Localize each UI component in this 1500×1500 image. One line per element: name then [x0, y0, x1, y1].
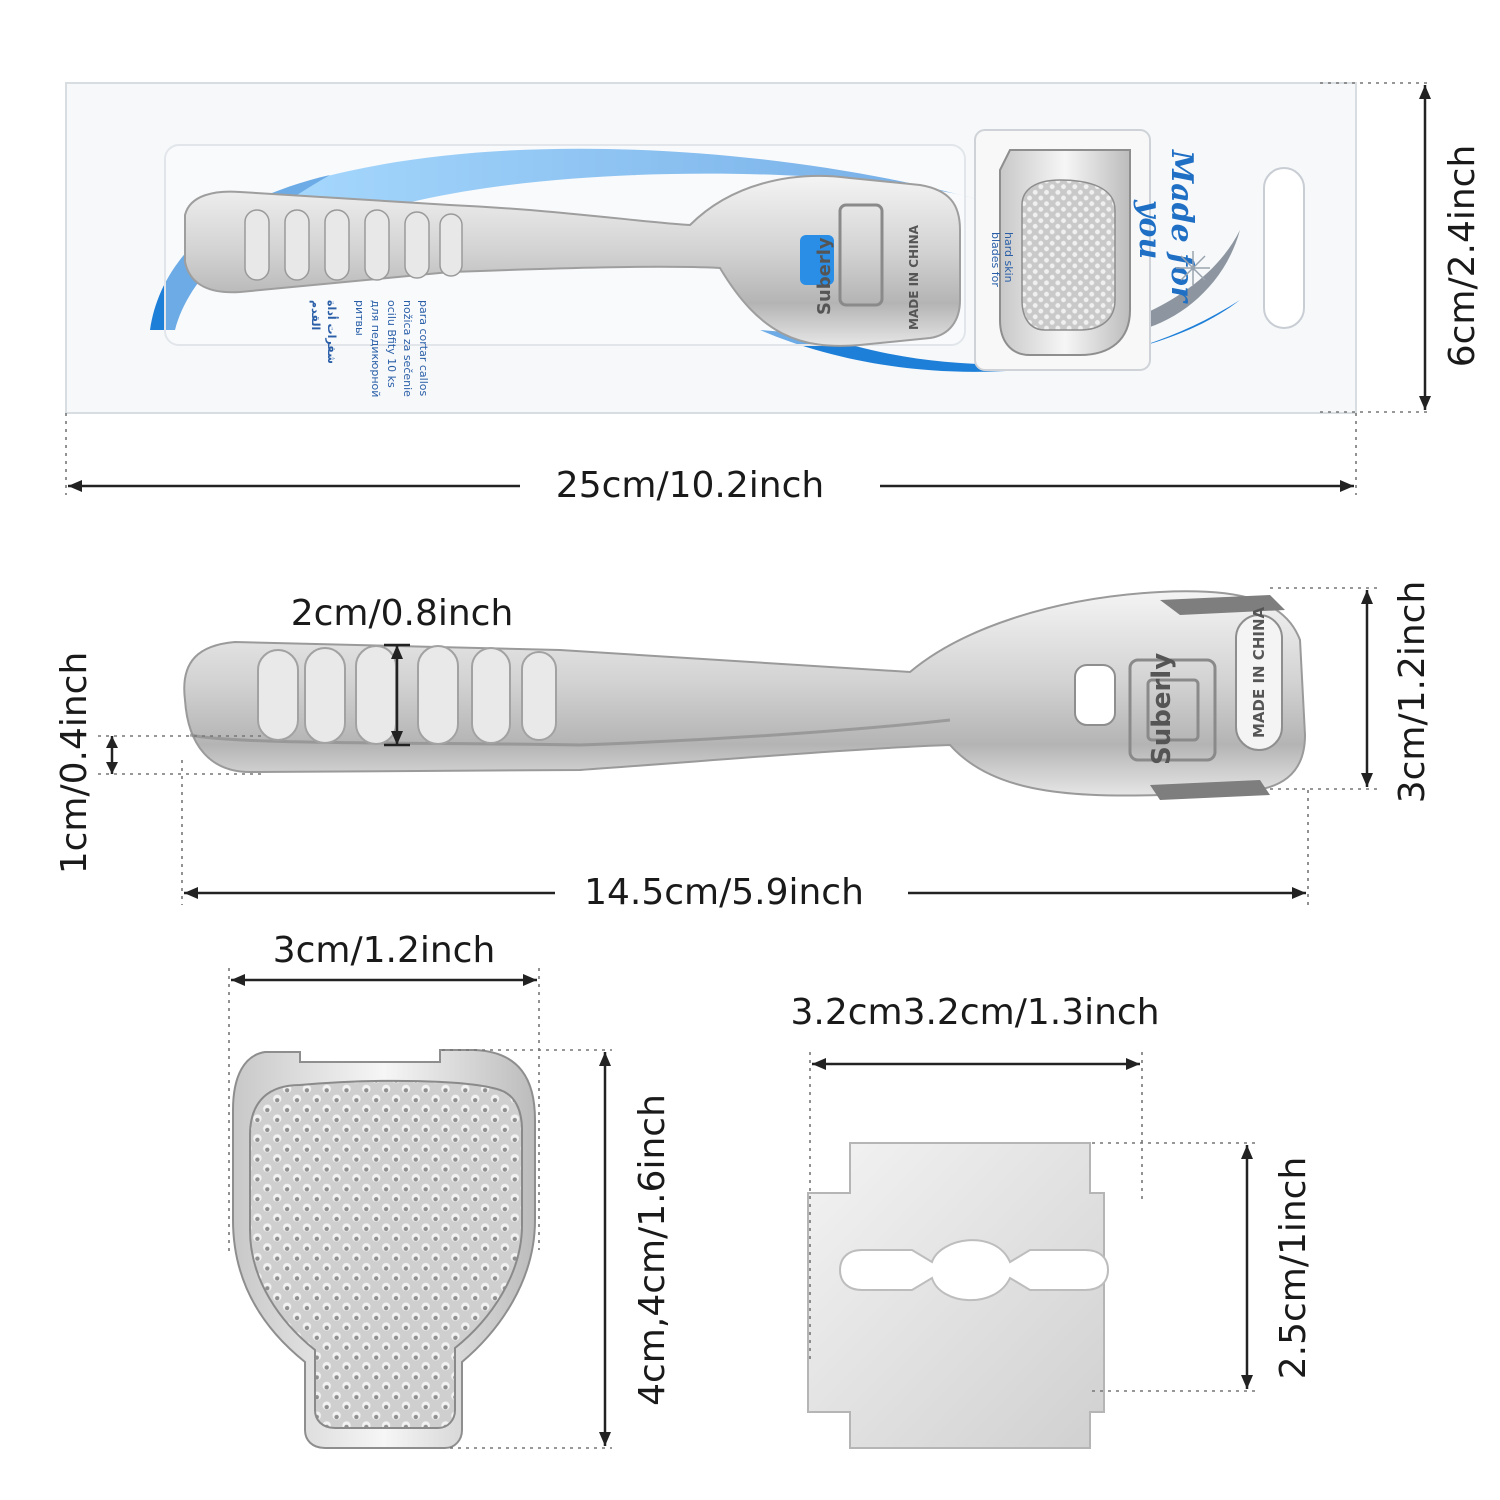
blade-height-dimension: 2.5cm/1inch [1092, 1142, 1314, 1392]
tool-length-label: 14.5cm/5.9inch [584, 872, 864, 913]
packaged-origin-text: MADE IN CHINA [907, 224, 921, 330]
svg-text:hard skin: hard skin [1002, 232, 1015, 283]
head-height-label: 3cm/1.2inch [1392, 581, 1433, 804]
svg-text:blades for: blades for [989, 232, 1002, 287]
plate-height-dimension: 4cm,4cm/1.6inch [442, 1049, 673, 1449]
tool-origin-text: MADE IN CHINA [1250, 606, 1268, 738]
blade-height-label: 2.5cm/1inch [1273, 1157, 1314, 1380]
sparkle-icon [1176, 251, 1210, 285]
packaged-brand-text: Suberly [814, 237, 835, 315]
blade-width-label: 3.2cm3.2cm/1.3inch [790, 992, 1159, 1033]
blade-slot [1074, 664, 1116, 726]
svg-text:ритвы: ритвы [353, 300, 366, 336]
plate-width-label: 3cm/1.2inch [273, 930, 496, 971]
handle-thickness-dimension: 1cm/0.4inch [54, 652, 262, 875]
hang-hole [1263, 167, 1305, 329]
replacement-blade [807, 1142, 1110, 1449]
plate-width-dimension: 3cm/1.2inch [228, 930, 540, 1255]
package-height-dimension: 6cm/2.4inch [1320, 82, 1483, 413]
callus-shaver-tool: Suberly MADE IN CHINA [183, 590, 1307, 800]
grip-width-label: 2cm/0.8inch [291, 593, 514, 634]
svg-text:ocilu Bfity 10 ks: ocilu Bfity 10 ks [385, 300, 398, 388]
svg-text:nožica za sečenie: nožica za sečenie [401, 300, 414, 397]
packaged-grip-ridges [244, 209, 463, 281]
packaged-spare-plate: blades for hard skin [974, 129, 1151, 371]
head-height-dimension: 3cm/1.2inch [1270, 581, 1433, 804]
blade-clip [1128, 658, 1217, 762]
handle-thickness-label: 1cm/0.4inch [54, 652, 95, 875]
grater-plate [232, 1049, 536, 1449]
packaged-tool: Suberly MADE IN CHINA [184, 174, 961, 347]
svg-text:para cortar callos: para cortar callos [417, 300, 430, 396]
grip-width-dimension: 2cm/0.8inch [291, 593, 514, 747]
grip-ridges [257, 645, 557, 745]
tool-brand-text: Suberly [1147, 653, 1177, 765]
svg-text:для педикюрной: для педикюрной [369, 300, 382, 397]
retail-package: Suberly MADE IN CHINA blades for hard sk… [65, 82, 1357, 414]
grater-surface [249, 1079, 523, 1429]
package-brand-line2: you [1132, 199, 1167, 259]
packaged-blade-pack-text: blades for hard skin [989, 232, 1015, 287]
package-length-label: 25cm/10.2inch [556, 465, 824, 506]
plate-height-label: 4cm,4cm/1.6inch [632, 1094, 673, 1406]
package-length-dimension: 25cm/10.2inch [65, 413, 1357, 506]
tool-length-dimension: 14.5cm/5.9inch [181, 760, 1309, 913]
blade-slot-visible [838, 1239, 1110, 1302]
blue-swoosh-top [230, 148, 980, 221]
package-height-label: 6cm/2.4inch [1442, 145, 1483, 368]
svg-text:القدم: القدم [309, 300, 322, 330]
blade-width-dimension: 3.2cm3.2cm/1.3inch [790, 992, 1160, 1360]
blue-swoosh-bottom [760, 300, 1240, 372]
package-language-text: para cortar callos nožica za sečenie oci… [309, 300, 430, 397]
svg-text:شفرات أداة: شفرات أداة [325, 300, 339, 364]
